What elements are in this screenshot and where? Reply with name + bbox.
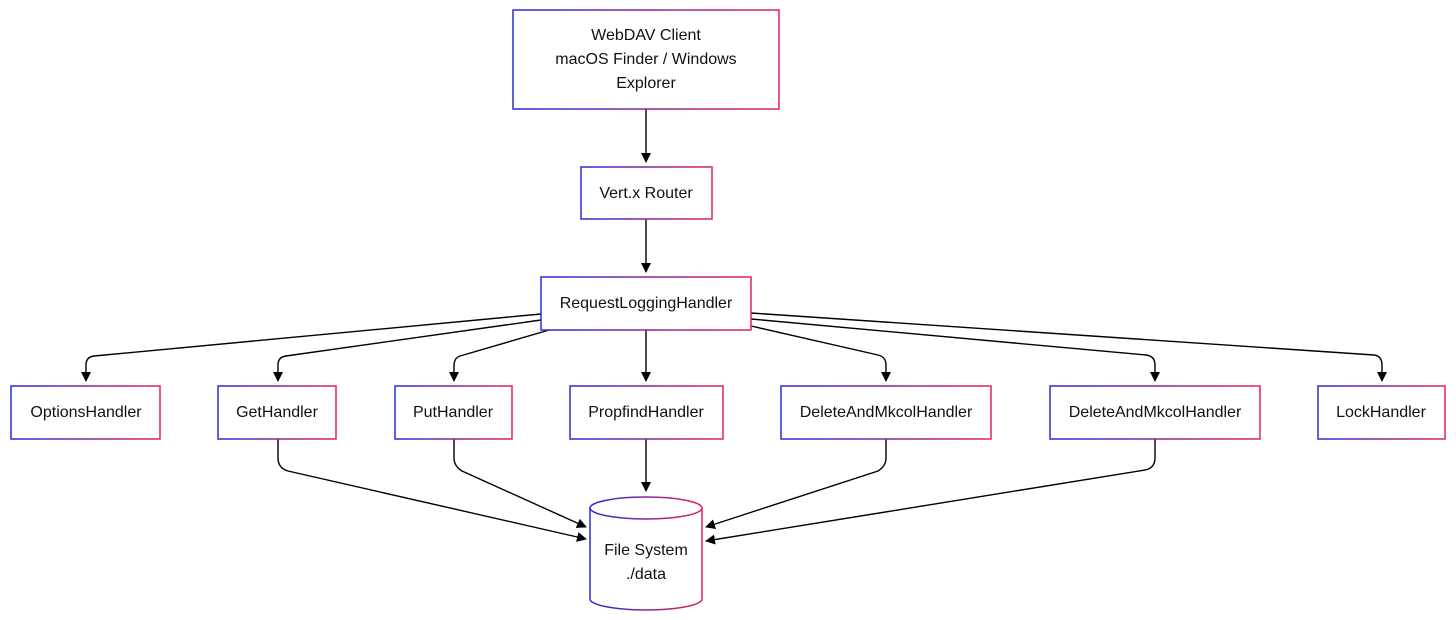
edge-logging-to-deletemkcol-2 bbox=[750, 318, 1160, 382]
node-get-handler[interactable]: GetHandler bbox=[217, 385, 337, 440]
node-webdav-client-line-2: macOS Finder / Windows bbox=[555, 51, 736, 68]
node-delete-mkcol-handler-2[interactable]: DeleteAndMkcolHandler bbox=[1049, 385, 1261, 440]
edge-logging-to-get bbox=[273, 319, 542, 382]
edge-get-to-filesystem bbox=[277, 439, 587, 542]
edge-logging-to-lock bbox=[750, 312, 1387, 382]
node-lock-handler[interactable]: LockHandler bbox=[1317, 385, 1446, 440]
node-file-system[interactable]: File System ./data bbox=[589, 496, 703, 611]
node-request-logging-handler[interactable]: RequestLoggingHandler bbox=[540, 276, 752, 331]
database-cylinder-icon bbox=[589, 496, 703, 611]
node-options-handler[interactable]: OptionsHandler bbox=[10, 385, 161, 440]
edge-deletemkcol1-to-filesystem bbox=[705, 439, 887, 529]
node-webdav-client-line-1: WebDAV Client bbox=[591, 27, 701, 44]
node-delete-mkcol-handler-1-label: DeleteAndMkcolHandler bbox=[800, 404, 973, 421]
connector-layer bbox=[81, 109, 1387, 545]
node-file-system-line-2: ./data bbox=[626, 566, 666, 583]
node-delete-mkcol-handler-2-label: DeleteAndMkcolHandler bbox=[1069, 404, 1242, 421]
node-layer: WebDAV Client macOS Finder / Windows Exp… bbox=[10, 9, 1446, 611]
node-vertx-router[interactable]: Vert.x Router bbox=[580, 166, 713, 220]
node-file-system-line-1: File System bbox=[604, 542, 688, 559]
node-options-handler-label: OptionsHandler bbox=[30, 404, 142, 421]
database-cylinder-top-rim bbox=[589, 507, 703, 520]
node-vertx-router-label: Vert.x Router bbox=[599, 185, 693, 202]
node-put-handler-label: PutHandler bbox=[413, 404, 494, 421]
node-propfind-handler-label: PropfindHandler bbox=[588, 404, 704, 421]
node-put-handler[interactable]: PutHandler bbox=[394, 385, 513, 440]
node-webdav-client-line-3: Explorer bbox=[616, 75, 676, 92]
node-get-handler-label: GetHandler bbox=[236, 404, 318, 421]
node-webdav-client[interactable]: WebDAV Client macOS Finder / Windows Exp… bbox=[512, 9, 780, 110]
node-delete-mkcol-handler-1[interactable]: DeleteAndMkcolHandler bbox=[780, 385, 992, 440]
edge-logging-to-deletemkcol-1 bbox=[750, 325, 891, 382]
edge-logging-to-put bbox=[449, 327, 557, 382]
edge-deletemkcol2-to-filesystem bbox=[705, 439, 1156, 545]
node-propfind-handler[interactable]: PropfindHandler bbox=[569, 385, 724, 440]
node-lock-handler-label: LockHandler bbox=[1336, 404, 1427, 421]
edge-put-to-filesystem bbox=[453, 439, 587, 528]
node-request-logging-handler-label: RequestLoggingHandler bbox=[560, 295, 733, 312]
edge-logging-to-options bbox=[81, 313, 542, 382]
